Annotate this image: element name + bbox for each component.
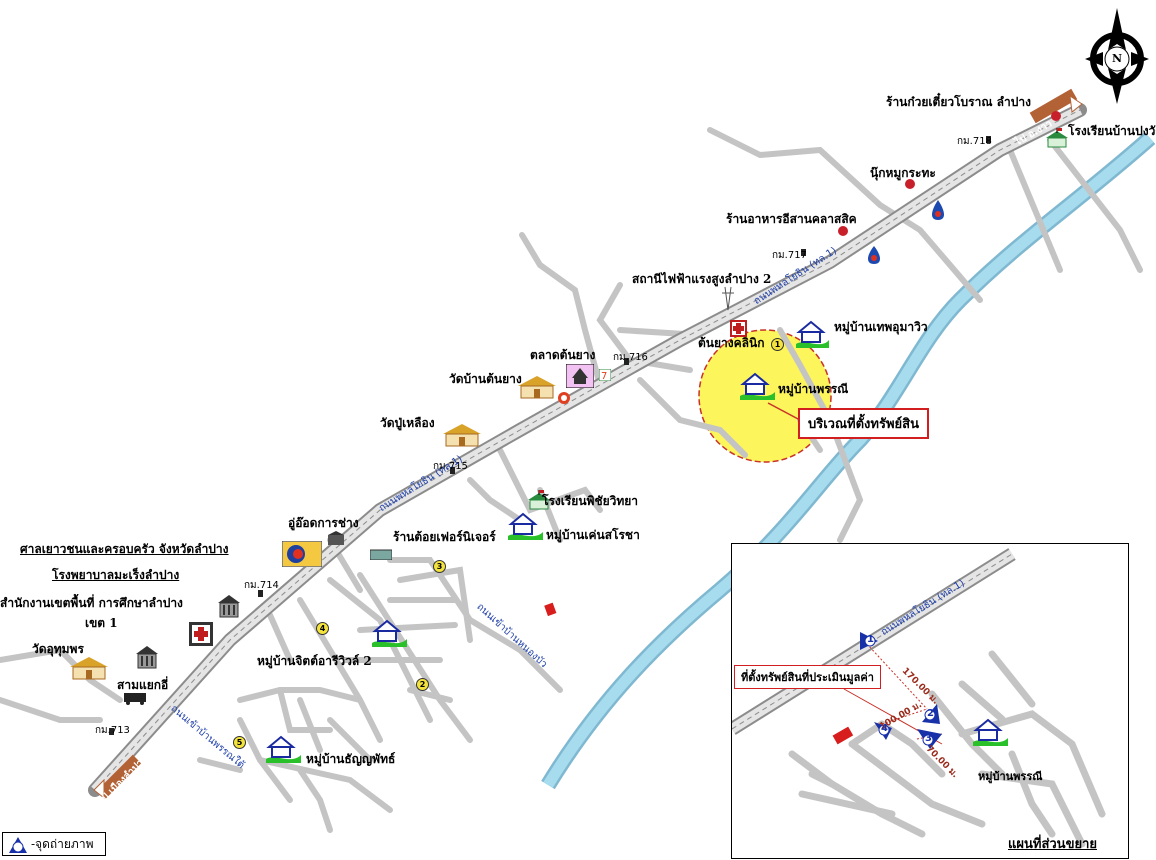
photo-point-3: 3 bbox=[433, 560, 446, 573]
gas-station-icon bbox=[932, 200, 944, 220]
label-wat-ton-yang: วัดบ้านต้นยาง bbox=[449, 372, 522, 386]
pin-icon bbox=[838, 226, 848, 236]
photo-point-4: 4 bbox=[316, 622, 329, 635]
inset-map: ถนนพหลโยธิน (ทล.1) ที่ตั้งทรัพย์สินที่ปร… bbox=[731, 543, 1129, 859]
direction-arrow-north bbox=[1029, 88, 1083, 124]
pin-icon bbox=[905, 179, 915, 189]
photo-marker-4 bbox=[874, 722, 892, 740]
legend-label: -จุดถ่ายภาพ bbox=[31, 837, 94, 851]
compass-n-label: N bbox=[1112, 52, 1123, 65]
inset-pt-4: 4 bbox=[881, 723, 888, 734]
bank-icon bbox=[281, 540, 323, 568]
temple-icon bbox=[441, 422, 483, 448]
school-icon bbox=[1044, 128, 1070, 148]
label-isan-restaurant: ร้านอาหารอีสานคลาสสิค bbox=[726, 212, 857, 226]
label-edu-office: สำนักงานเขตพื้นที่ การศึกษาลำปาง bbox=[0, 596, 183, 610]
village-icon bbox=[737, 370, 777, 402]
photo-marker-2 bbox=[922, 704, 940, 724]
bank-icon bbox=[557, 390, 571, 404]
label-juvenile-court: ศาลเยาวชนและครอบครัว จังหวัดลำปาง bbox=[20, 542, 229, 556]
store-icon: 7 bbox=[598, 366, 612, 382]
hospital-icon bbox=[189, 622, 213, 646]
garage-icon bbox=[328, 530, 344, 545]
inset-callout: ที่ตั้งทรัพย์สินที่ประเมินมูลค่า bbox=[734, 665, 881, 689]
direction-arrow-south bbox=[93, 754, 142, 800]
label-cancer-hospital: โรงพยาบาลมะเร็งลำปาง bbox=[52, 568, 180, 582]
photo-point-2: 2 bbox=[416, 678, 429, 691]
km-717: กม.717 bbox=[772, 250, 807, 261]
inset-pt-3: 3 bbox=[925, 733, 932, 744]
inset-village-label: หมู่บ้านพรรณี bbox=[978, 770, 1043, 783]
pin-icon bbox=[1051, 111, 1061, 121]
label-pong-wang-school: โรงเรียนบ้านปงวัง bbox=[1068, 124, 1156, 138]
village-icon bbox=[263, 733, 303, 765]
village-icon bbox=[505, 510, 545, 542]
photo-point-icon bbox=[9, 837, 27, 853]
label-khen-village: หมู่บ้านเค่นสโรชา bbox=[546, 528, 640, 542]
svg-text:7: 7 bbox=[601, 371, 607, 381]
temple-icon bbox=[516, 374, 558, 400]
label-jit-village: หมู่บ้านจิตต์อารีวิวล์ 2 bbox=[257, 654, 372, 668]
school-icon bbox=[526, 490, 552, 510]
north-compass bbox=[1085, 8, 1149, 104]
photo-point-1: 1 bbox=[771, 338, 784, 351]
market-icon bbox=[565, 363, 595, 389]
km-714: กม.714 bbox=[244, 580, 279, 591]
inset-pt-1: 1 bbox=[867, 634, 874, 645]
power-tower-icon bbox=[722, 286, 734, 311]
government-icon bbox=[136, 646, 158, 670]
km-715: กม.715 bbox=[433, 461, 468, 472]
photo-marker-3 bbox=[917, 729, 942, 749]
km-718: กม.718 bbox=[957, 136, 992, 147]
government-icon bbox=[218, 595, 240, 619]
label-kuay-teow: ร้านก๋วยเตี๋ยวโบราณ ลำปาง bbox=[886, 95, 1031, 109]
site-callout: บริเวณที่ตั้งทรัพย์สิน bbox=[798, 408, 929, 439]
label-phan-village: หมู่บ้านพรรณี bbox=[778, 382, 849, 396]
label-wat-uthum: วัดอุทุมพร bbox=[32, 642, 84, 656]
label-sam-yaek: สามแยกอี่ bbox=[117, 678, 169, 692]
temple-icon bbox=[68, 655, 110, 681]
inset-pt-2: 2 bbox=[927, 708, 934, 719]
inset-title: แผนที่ส่วนขยาย bbox=[1008, 837, 1097, 852]
label-edu-office-2: เขต 1 bbox=[85, 616, 118, 630]
km-713: กม.713 bbox=[95, 725, 130, 736]
label-wat-pu: วัดปู่เหลือง bbox=[380, 416, 435, 430]
label-thep-village: หมู่บ้านเทพอุมาวิว bbox=[834, 320, 928, 334]
photo-point-5: 5 bbox=[233, 736, 246, 749]
village-icon bbox=[369, 617, 409, 649]
label-pichai-school: โรงเรียนพิชัยวิทยา bbox=[542, 494, 639, 508]
label-garage: อู่อ๊อดการช่าง bbox=[288, 516, 359, 530]
label-talad: ตลาดต้นยาง bbox=[530, 348, 596, 362]
legend: -จุดถ่ายภาพ bbox=[2, 832, 106, 856]
village-icon bbox=[793, 318, 831, 350]
shop-icon bbox=[369, 545, 393, 561]
marker-square bbox=[544, 602, 557, 617]
label-nuk-mu: นุ๊กหมูกระทะ bbox=[870, 166, 936, 180]
label-than-village: หมู่บ้านธัญญพัทธ์ bbox=[306, 752, 396, 766]
label-clinic: ต้นยางคลินิก bbox=[698, 336, 765, 350]
label-furniture: ร้านต้อยเฟอร์นิเจอร์ bbox=[393, 530, 496, 544]
km-716: กม.716 bbox=[613, 352, 648, 363]
label-power-station: สถานีไฟฟ้าแรงสูงลำปาง 2 bbox=[632, 272, 772, 286]
photo-marker-1 bbox=[860, 632, 878, 650]
clinic-icon bbox=[730, 320, 747, 337]
train-icon bbox=[122, 690, 150, 705]
